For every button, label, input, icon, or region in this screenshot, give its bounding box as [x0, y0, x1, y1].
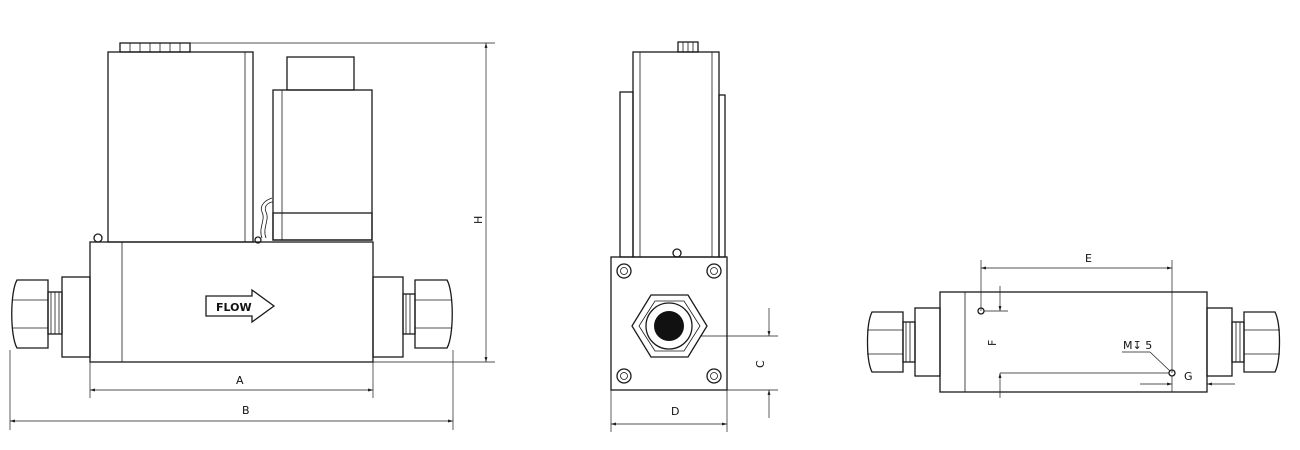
dim-h-label: H [472, 216, 485, 224]
right-fitting [372, 276, 453, 358]
dim-d-label: D [671, 405, 679, 418]
flow-arrow: FLOW [205, 288, 276, 324]
dimension-h: H [190, 42, 495, 363]
dimension-g: G [1140, 370, 1235, 392]
side-body-face [610, 256, 728, 391]
dim-g-label: G [1184, 370, 1193, 383]
left-fitting [11, 276, 91, 358]
bottom-left-fitting [866, 307, 941, 377]
dim-c-label: C [754, 360, 767, 368]
bottom-body [939, 291, 1208, 393]
bottom-view: E F M↧ 5 G [866, 252, 1281, 398]
bottom-right-fitting [1206, 307, 1281, 377]
side-connector [677, 41, 699, 53]
corner-screws [616, 263, 722, 384]
valve-coil [260, 56, 373, 241]
top-connector [119, 42, 191, 53]
dim-f-label: F [986, 340, 999, 346]
dimension-c: C [700, 308, 778, 418]
side-view: C D [610, 41, 778, 432]
thread-note: M↧ 5 [1123, 339, 1152, 352]
dimension-a: A [89, 362, 374, 398]
dimension-d: D [610, 390, 728, 432]
dimension-b: B [9, 350, 454, 430]
dim-a-label: A [236, 374, 244, 387]
flow-label: FLOW [216, 301, 252, 314]
electronics-housing [107, 51, 254, 243]
front-view: FLOW A [9, 42, 495, 430]
dim-b-label: B [242, 404, 250, 417]
dimension-e: E [980, 252, 1173, 373]
dim-e-label: E [1085, 252, 1092, 265]
dimension-f: F [984, 286, 1169, 398]
hex-port [631, 294, 708, 358]
thread-callout: M↧ 5 [1122, 339, 1171, 372]
